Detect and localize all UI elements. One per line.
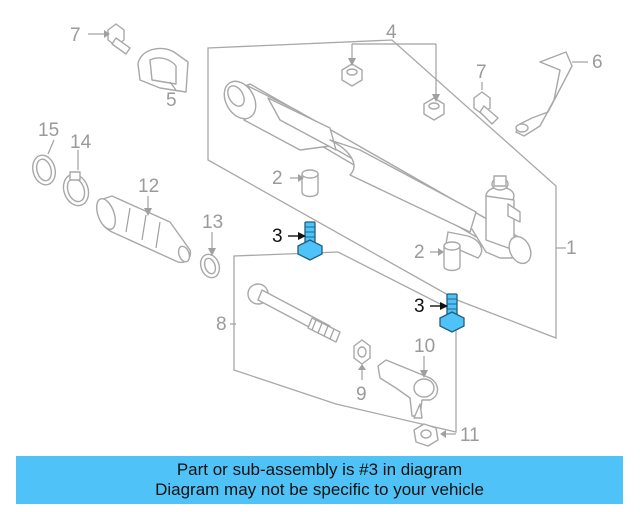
- seal-ring[interactable]: [29, 153, 58, 188]
- rack-boot[interactable]: [93, 195, 192, 264]
- inner-tie-rod[interactable]: [247, 283, 341, 343]
- callout-12: 12: [138, 176, 159, 197]
- callout-13: 13: [202, 212, 223, 233]
- callout-1: 1: [566, 238, 577, 259]
- jam-nut[interactable]: [353, 339, 371, 365]
- mount-nut-right[interactable]: [423, 97, 445, 121]
- callout-3-upper[interactable]: 3: [272, 226, 283, 247]
- callout-2-lower: 2: [414, 242, 425, 263]
- info-banner: Part or sub-assembly is #3 in diagram Di…: [16, 456, 623, 504]
- callout-14: 14: [70, 132, 92, 153]
- callout-15: 15: [38, 120, 59, 141]
- callout-7-left: 7: [70, 25, 81, 46]
- outer-tie-rod-end[interactable]: [377, 359, 439, 419]
- callout-10: 10: [414, 336, 435, 357]
- mount-nut-left[interactable]: [341, 63, 363, 87]
- callout-2-upper: 2: [272, 168, 283, 189]
- callout-7-right: 7: [476, 62, 487, 83]
- highlighted-bolt-lower[interactable]: [439, 293, 465, 333]
- callout-5: 5: [166, 90, 177, 111]
- callout-4: 4: [386, 22, 397, 43]
- highlighted-bolt-upper[interactable]: [297, 221, 323, 261]
- callout-9: 9: [356, 384, 367, 405]
- rack-bushing-lower[interactable]: [443, 241, 461, 272]
- callout-11: 11: [460, 425, 480, 446]
- bolt-7-right[interactable]: [473, 91, 499, 125]
- banner-line-part: Part or sub-assembly is #3 in diagram: [176, 460, 463, 479]
- rack-assembly-frame: [207, 39, 557, 339]
- steering-arm[interactable]: [515, 51, 573, 137]
- castle-nut[interactable]: [413, 423, 439, 447]
- boot-clamp-small[interactable]: [197, 252, 222, 281]
- rack-bushing-upper[interactable]: [301, 169, 319, 198]
- steering-rack-housing[interactable]: [218, 76, 535, 267]
- mount-bracket[interactable]: [137, 47, 189, 93]
- tie-rod-frame: [233, 251, 457, 433]
- callout-3-lower[interactable]: 3: [414, 296, 425, 317]
- leader-lines: [47, 30, 588, 438]
- callout-6: 6: [592, 52, 603, 73]
- banner-line-disclaimer: Diagram may not be specific to your vehi…: [155, 480, 484, 499]
- callout-8: 8: [216, 314, 227, 335]
- bolt-7-left[interactable]: [107, 23, 131, 55]
- boot-clamp-large[interactable]: [59, 171, 92, 209]
